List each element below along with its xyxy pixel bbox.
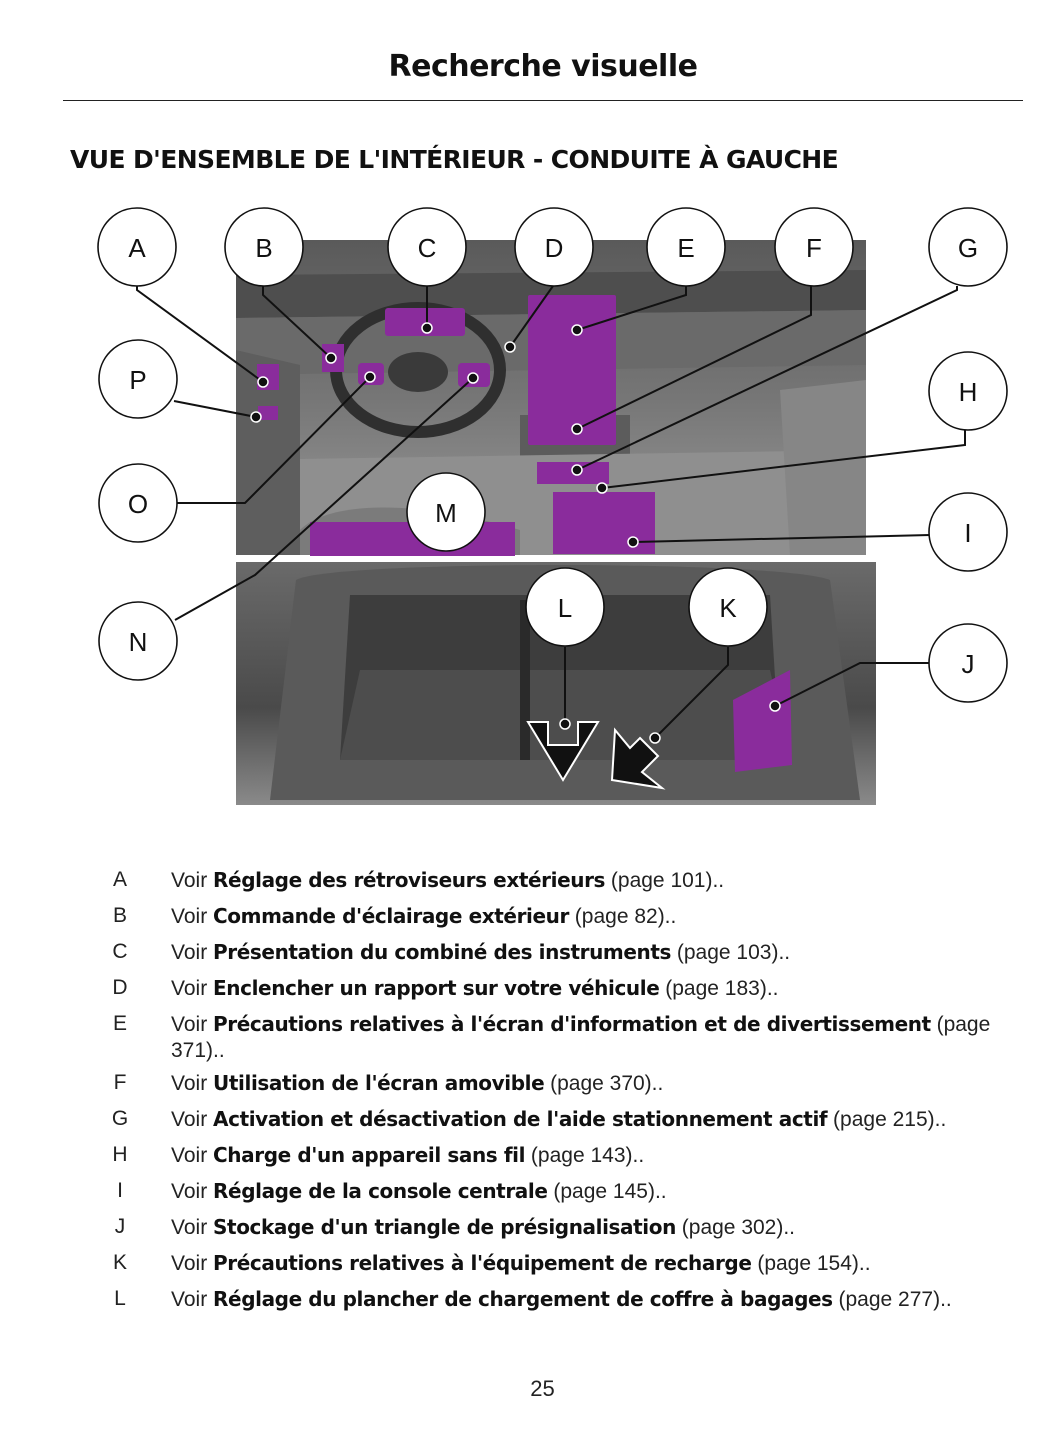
legend-text: Voir Précautions relatives à l'écran d'i… <box>171 1012 991 1062</box>
legend-text: Voir Réglage du plancher de chargement d… <box>171 1287 952 1311</box>
highlight-triangle-storage <box>733 670 792 772</box>
callout-c: C <box>418 233 437 263</box>
legend-letter: E <box>112 1012 127 1035</box>
legend-text: Voir Enclencher un rapport sur votre véh… <box>171 976 779 1000</box>
callout-f: F <box>806 233 822 263</box>
legend-letter: A <box>112 868 127 891</box>
legend-link[interactable]: Précautions relatives à l'équipement de … <box>213 1251 752 1275</box>
legend-letter: B <box>112 904 127 927</box>
highlight-charger <box>553 492 655 554</box>
arrow-down-icon <box>526 721 600 782</box>
legend-letter: K <box>112 1251 127 1274</box>
legend-link[interactable]: Présentation du combiné des instruments <box>213 940 672 964</box>
page-header: Recherche visuelle <box>63 44 1023 101</box>
callout-g: G <box>958 233 978 263</box>
callout-h: H <box>959 377 978 407</box>
legend-letter: J <box>114 1215 126 1238</box>
legend-text: Voir Commande d'éclairage extérieur (pag… <box>171 904 677 928</box>
legend-text: Voir Utilisation de l'écran amovible (pa… <box>171 1071 664 1095</box>
callout-i: I <box>964 518 971 548</box>
legend-letter: L <box>114 1287 126 1310</box>
callout-d: D <box>545 233 564 263</box>
page-title: Recherche visuelle <box>388 49 698 84</box>
highlight-screen <box>528 295 616 445</box>
legend-link[interactable]: Réglage du plancher de chargement de cof… <box>213 1287 833 1311</box>
callout-l: L <box>558 593 572 623</box>
callout-a: A <box>128 233 146 263</box>
legend-link[interactable]: Charge d'un appareil sans fil <box>213 1143 526 1167</box>
callout-o: O <box>128 489 148 519</box>
interior-overview-figure: A B C D E F G H I J K L M N O P <box>0 200 1055 820</box>
legend-link[interactable]: Réglage des rétroviseurs extérieurs <box>213 868 606 892</box>
legend-link[interactable]: Enclencher un rapport sur votre véhicule <box>213 976 660 1000</box>
callout-circles <box>97 207 1008 703</box>
legend-letter: F <box>113 1071 127 1094</box>
legend-text: Voir Stockage d'un triangle de présignal… <box>171 1215 796 1239</box>
section-heading: VUE D'ENSEMBLE DE L'INTÉRIEUR - CONDUITE… <box>70 145 839 174</box>
highlight-window <box>258 406 278 420</box>
leader-lines <box>136 284 966 739</box>
legend-link[interactable]: Commande d'éclairage extérieur <box>213 904 569 928</box>
legend-text: Voir Présentation du combiné des instrum… <box>171 940 791 964</box>
page-number: 25 <box>530 1376 555 1401</box>
legend-text: Voir Précautions relatives à l'équipemen… <box>171 1251 871 1275</box>
callout-b: B <box>255 233 272 263</box>
legend-letter: D <box>112 976 128 999</box>
callout-e: E <box>677 233 694 263</box>
legend-text: Voir Activation et désactivation de l'ai… <box>171 1107 947 1131</box>
legend-letter: G <box>111 1107 129 1130</box>
legend-text: Voir Charge d'un appareil sans fil (page… <box>171 1143 645 1167</box>
callout-m: M <box>435 498 457 528</box>
legend-link[interactable]: Précautions relatives à l'écran d'inform… <box>213 1012 931 1036</box>
leader-dots <box>250 322 781 744</box>
callout-p: P <box>129 365 146 395</box>
highlight-cluster <box>385 308 465 336</box>
legend-letter: H <box>112 1143 128 1166</box>
legend-letter: C <box>112 940 128 963</box>
legend-text: Voir Réglage des rétroviseurs extérieurs… <box>171 868 725 892</box>
legend-link[interactable]: Réglage de la console centrale <box>213 1179 548 1203</box>
interior-illustration: A B C D E F G H I J K L M N O P <box>97 207 1008 805</box>
arrow-diagonal-icon <box>610 727 666 790</box>
legend-text: Voir Réglage de la console centrale (pag… <box>171 1179 667 1203</box>
legend-link[interactable]: Activation et désactivation de l'aide st… <box>213 1107 828 1131</box>
callout-n: N <box>129 627 148 657</box>
legend-link[interactable]: Stockage d'un triangle de présignalisati… <box>213 1215 676 1239</box>
legend-letter: I <box>117 1179 123 1202</box>
callout-j: J <box>962 649 975 679</box>
legend-link[interactable]: Utilisation de l'écran amovible <box>213 1071 545 1095</box>
callout-k: K <box>719 593 737 623</box>
